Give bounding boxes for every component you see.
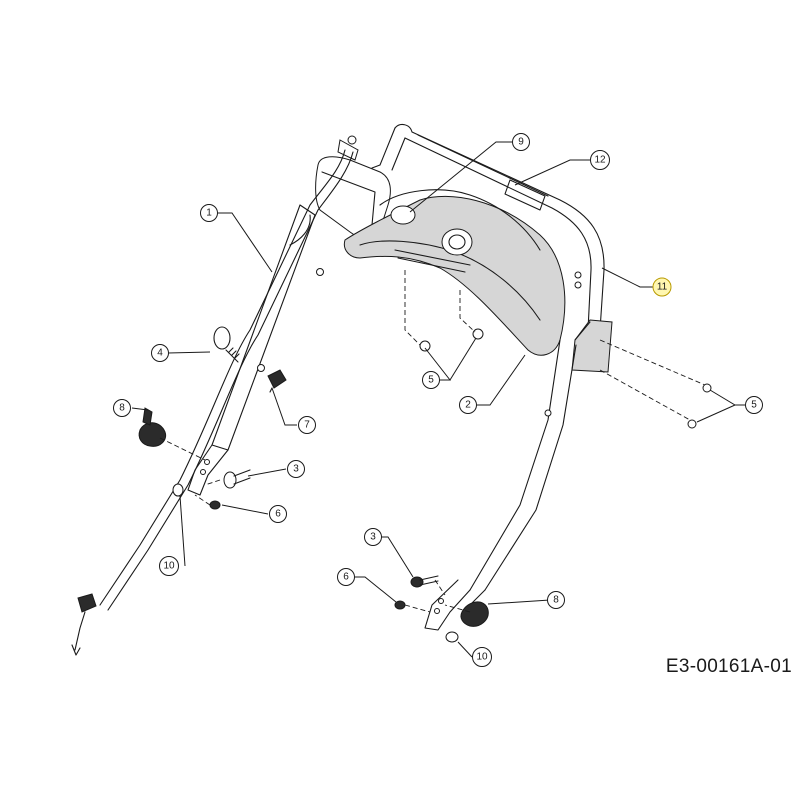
svg-text:8: 8 — [553, 595, 559, 606]
callout-3-left: 3 — [287, 460, 305, 478]
svg-text:3: 3 — [293, 464, 299, 475]
lower-handle — [187, 204, 577, 631]
callout-5-right: 5 — [745, 396, 763, 414]
callout-8-right: 8 — [547, 591, 565, 609]
bolt-right — [410, 575, 439, 588]
svg-text:6: 6 — [275, 509, 281, 520]
svg-text:12: 12 — [594, 155, 606, 166]
svg-text:4: 4 — [157, 348, 163, 359]
callout-8-left: 8 — [113, 399, 131, 417]
cable-clip — [267, 369, 287, 393]
cable-guide-spring — [213, 326, 240, 363]
callout-10-left: 10 — [159, 556, 179, 576]
washer-left — [172, 483, 184, 497]
callout-7: 7 — [298, 416, 316, 434]
callout-2: 2 — [459, 396, 477, 414]
callout-4: 4 — [151, 344, 169, 362]
cable-bracket — [571, 319, 613, 373]
svg-text:9: 9 — [518, 137, 524, 148]
control-cable — [71, 149, 354, 656]
callout-1: 1 — [200, 204, 218, 222]
bolt-left — [223, 469, 251, 489]
callout-3-right: 3 — [364, 528, 382, 546]
callout-11: 11 — [652, 277, 672, 297]
svg-text:1: 1 — [206, 208, 212, 219]
svg-text:2: 2 — [465, 400, 471, 411]
leader-lines — [131, 141, 745, 658]
svg-text:3: 3 — [370, 532, 376, 543]
screw-small — [419, 328, 712, 429]
nut-left — [209, 500, 221, 510]
upper-handle-bar — [371, 123, 605, 331]
svg-text:7: 7 — [304, 420, 310, 431]
assembly-lines — [159, 270, 706, 613]
nut-right — [394, 600, 406, 610]
callout-6-right: 6 — [337, 568, 355, 586]
svg-text:10: 10 — [163, 561, 175, 572]
wing-knob-right — [460, 601, 489, 627]
svg-text:5: 5 — [428, 375, 434, 386]
callout-12: 12 — [590, 150, 610, 170]
svg-text:5: 5 — [751, 400, 757, 411]
wing-knob-left — [138, 407, 167, 447]
svg-text:8: 8 — [119, 403, 125, 414]
callout-5-center: 5 — [422, 371, 440, 389]
svg-text:11: 11 — [657, 282, 668, 293]
drawing-id-label: E3-00161A-01 — [665, 656, 792, 677]
washer-right — [445, 631, 459, 643]
svg-text:10: 10 — [476, 652, 488, 663]
callout-6-left: 6 — [269, 505, 287, 523]
callout-9: 9 — [512, 133, 530, 151]
control-housing — [315, 135, 582, 356]
svg-text:6: 6 — [343, 572, 349, 583]
callout-10-right: 10 — [472, 647, 492, 667]
